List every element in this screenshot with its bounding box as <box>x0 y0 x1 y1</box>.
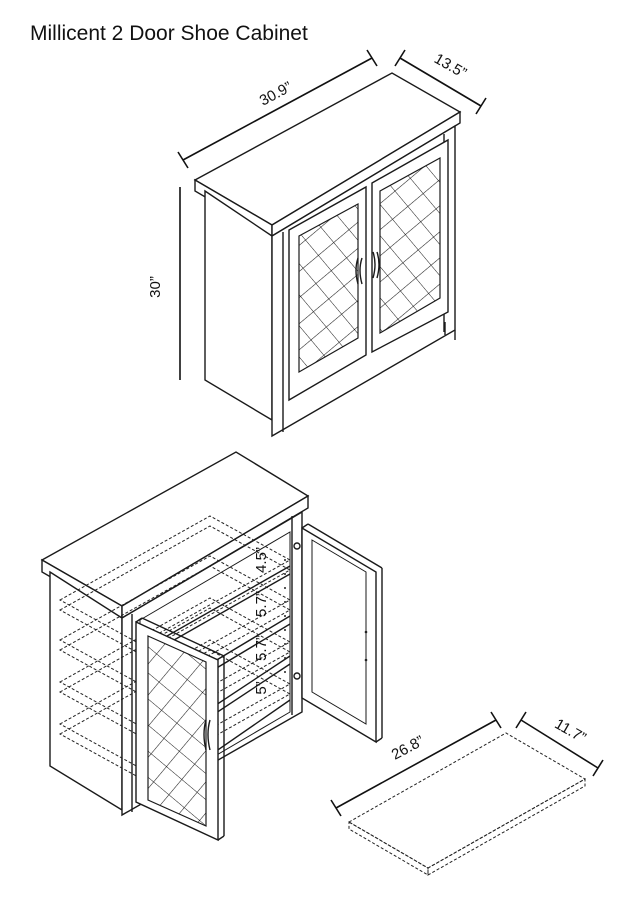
open-door-handle <box>203 719 211 751</box>
height-label: 30” <box>147 276 164 298</box>
width-dimension-line <box>177 49 378 169</box>
open-cabinet: 4.5” 5.7” 5.7” 5” <box>40 451 383 842</box>
shelf-length-dimension-line <box>330 711 502 817</box>
left-door-lattice <box>298 202 359 374</box>
depth-dimension-line <box>394 49 487 115</box>
open-right-door <box>301 526 377 744</box>
closed-cabinet: 30.9” 13.5” 30” <box>147 49 487 438</box>
right-handle <box>372 251 380 279</box>
shelf-spacing-1: 4.5” <box>253 547 270 573</box>
hinges <box>293 542 301 680</box>
shelf-length-label: 26.8” <box>389 732 427 763</box>
shelf-spacing-4: 5” <box>253 681 270 694</box>
shelf-guides-dashed <box>58 515 292 779</box>
open-left-door-lattice <box>147 635 207 827</box>
shelf-pin-holes <box>284 559 286 673</box>
shelf-spacing-3: 5.7” <box>253 635 270 661</box>
width-label: 30.9” <box>257 78 295 109</box>
right-door-lattice <box>379 156 441 335</box>
shelf-depth-dimension-line <box>515 711 604 777</box>
shelf-panel-top <box>347 732 587 869</box>
depth-label: 13.5” <box>431 50 469 82</box>
left-handle <box>355 257 363 285</box>
shelf-spacing-2: 5.7” <box>253 591 270 617</box>
page-title: Millicent 2 Door Shoe Cabinet <box>30 22 308 45</box>
